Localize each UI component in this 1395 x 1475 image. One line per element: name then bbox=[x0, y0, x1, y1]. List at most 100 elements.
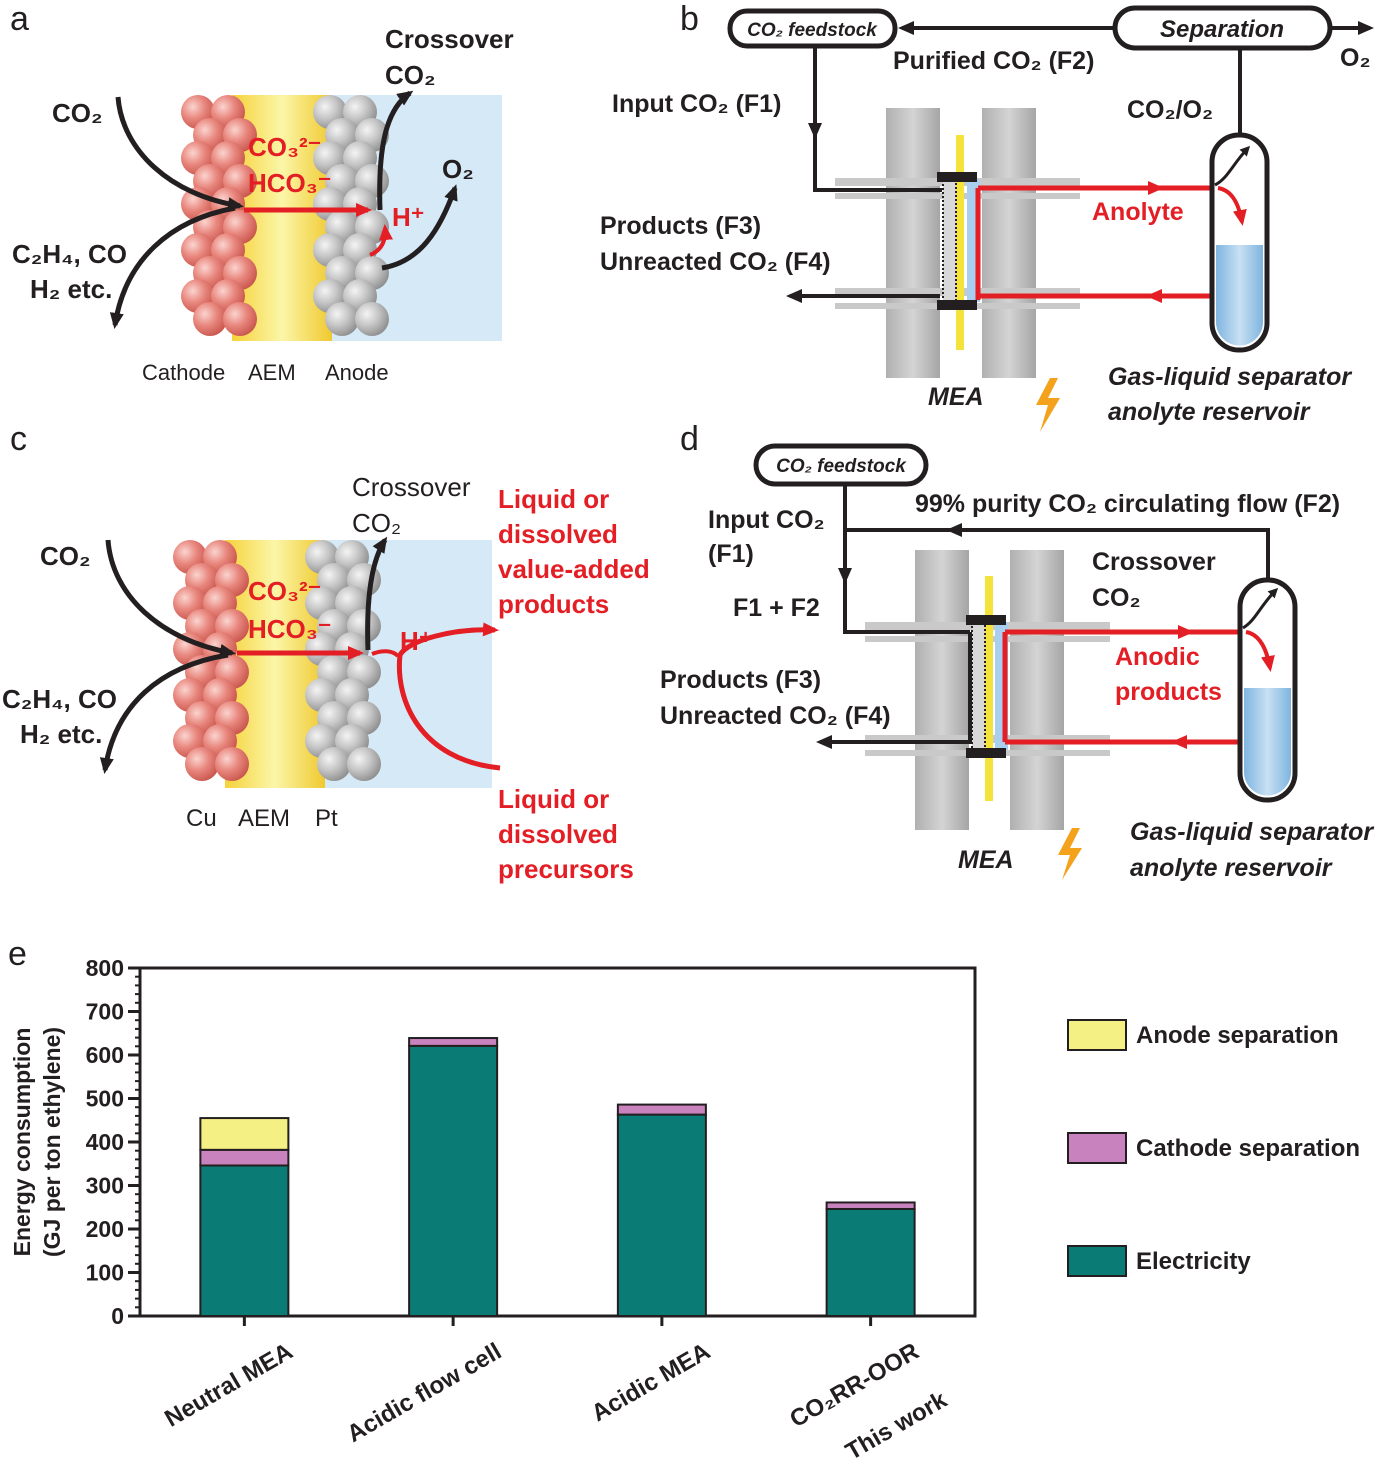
anode-particle bbox=[355, 302, 389, 336]
x-category-label: CO₂RR-OORThis work bbox=[785, 1337, 952, 1475]
purified-co2-label: Purified CO₂ (F2) bbox=[893, 47, 1094, 75]
crossover-arrow bbox=[365, 536, 388, 651]
oxidation-reaction-arrow bbox=[396, 622, 501, 771]
liquid-precursors-line-1: Liquid or bbox=[498, 784, 609, 814]
crossover-co2-label: CO₂ bbox=[1092, 584, 1141, 612]
panel-e-label: e bbox=[8, 935, 27, 973]
co2-label: CO₂ bbox=[40, 541, 91, 571]
gasket-top bbox=[937, 172, 977, 182]
separation-label: Separation bbox=[1160, 16, 1284, 43]
crossover-arrow bbox=[377, 90, 414, 211]
x-category-label: Acidic flow cell bbox=[342, 1338, 506, 1448]
crossover-co2-label: CO₂ bbox=[385, 60, 436, 90]
anodic-label-1: Anodic bbox=[1115, 643, 1200, 671]
input-co2-label-1: Input CO₂ bbox=[708, 506, 825, 534]
gasket-top bbox=[966, 615, 1006, 625]
panel-d: d CO₂ feedstock 99% purity CO₂ circulati… bbox=[660, 420, 1374, 882]
panel-c-label: c bbox=[10, 420, 27, 458]
membrane-strip bbox=[956, 135, 964, 350]
pt-particle bbox=[347, 747, 381, 781]
input-co2-label-2: (F1) bbox=[708, 540, 754, 568]
input-line bbox=[843, 484, 970, 634]
panel-a: a CO₂ Crossover CO₂ CO₃²⁻ HCO₃⁻ O₂ H⁺ C₂… bbox=[10, 0, 514, 385]
f1-f2-label: F1 + F2 bbox=[733, 594, 820, 622]
cu-catalyst-layer bbox=[173, 540, 249, 781]
bar-cathode-separation bbox=[825, 1201, 916, 1210]
separator-label-1: Gas-liquid separator bbox=[1130, 818, 1374, 846]
crossover-co2-label: CO₂ bbox=[352, 508, 401, 538]
co2-inflow-arrow bbox=[105, 539, 236, 658]
x-category-label: Neutral MEA bbox=[160, 1338, 297, 1433]
endplate-left bbox=[886, 108, 940, 378]
carbonate-label: CO₃²⁻ bbox=[248, 132, 321, 162]
circulating-label: 99% purity CO₂ circulating flow (F2) bbox=[915, 490, 1340, 518]
pt-label: Pt bbox=[315, 805, 338, 832]
anode-catalyst-layer bbox=[313, 95, 389, 336]
gasket-bottom bbox=[937, 300, 977, 310]
x-category-label-line: Acidic MEA bbox=[587, 1338, 715, 1427]
unreacted-co2-label: Unreacted CO₂ (F4) bbox=[600, 248, 831, 276]
gas-rise-arrow bbox=[1214, 145, 1251, 187]
panel-a-label: a bbox=[10, 0, 29, 38]
products-label-2: H₂ etc. bbox=[20, 719, 102, 749]
cu-particle bbox=[185, 747, 219, 781]
anolyte-drop-arrow bbox=[1217, 186, 1247, 226]
co2-o2-label: CO₂/O₂ bbox=[1127, 96, 1213, 124]
crossover-label: Crossover bbox=[352, 472, 471, 502]
o2-label: O₂ bbox=[442, 154, 474, 184]
y-tick-label: 800 bbox=[86, 955, 124, 981]
products-outflow-arrow bbox=[109, 205, 236, 329]
pt-catalyst-layer bbox=[305, 540, 381, 781]
anode-particle bbox=[325, 302, 359, 336]
x-category-label: Acidic MEA bbox=[587, 1338, 715, 1427]
cu-label: Cu bbox=[186, 805, 217, 832]
anode-label: Anode bbox=[325, 360, 389, 385]
legend-swatch bbox=[1067, 1019, 1127, 1051]
crossover-label: Crossover bbox=[385, 24, 514, 54]
products-label: Products (F3) bbox=[660, 666, 821, 694]
cathode-label: Cathode bbox=[142, 360, 225, 385]
y-axis-title-2: (GJ per ton ethylene) bbox=[39, 1027, 65, 1257]
membrane-strip bbox=[985, 576, 993, 801]
bicarbonate-label: HCO₃⁻ bbox=[248, 168, 332, 198]
products-label: Products (F3) bbox=[600, 212, 761, 240]
cathode-gde bbox=[942, 179, 957, 303]
bar-electricity bbox=[825, 1207, 916, 1317]
lightning-icon bbox=[1036, 378, 1060, 432]
liquid-products-line-4: products bbox=[498, 589, 609, 619]
x-category-label-line: Acidic flow cell bbox=[342, 1338, 506, 1448]
panel-d-label: d bbox=[680, 420, 699, 458]
legend-label: Cathode separation bbox=[1136, 1135, 1360, 1162]
endplate-right bbox=[1010, 550, 1064, 830]
bar-electricity bbox=[616, 1113, 707, 1317]
anolyte-label: Anolyte bbox=[1092, 198, 1184, 226]
y-tick-label: 500 bbox=[86, 1086, 124, 1112]
aem-label: AEM bbox=[238, 805, 290, 832]
proton-label: H⁺ bbox=[400, 626, 433, 656]
crossover-label: Crossover bbox=[1092, 548, 1216, 576]
liquid-products-line-2: dissolved bbox=[498, 519, 618, 549]
panel-c: c CO₂ Crossover CO₂ CO₃²⁻ HCO₃⁻ H⁺ C₂H₄,… bbox=[2, 420, 650, 884]
y-tick-label: 300 bbox=[86, 1173, 124, 1199]
legend-label: Anode separation bbox=[1136, 1022, 1339, 1049]
legend-swatch bbox=[1067, 1132, 1127, 1164]
y-tick-label: 700 bbox=[86, 999, 124, 1025]
bar-electricity bbox=[199, 1164, 290, 1317]
legend-label: Electricity bbox=[1136, 1248, 1251, 1275]
y-tick-label: 200 bbox=[86, 1216, 124, 1242]
bar-anode-separation bbox=[199, 1117, 290, 1151]
anolyte-liquid bbox=[1216, 245, 1263, 346]
panel-b-label: b bbox=[680, 0, 699, 38]
aem-label: AEM bbox=[248, 360, 296, 385]
products-label-2: H₂ etc. bbox=[30, 274, 112, 304]
products-out-arrow bbox=[816, 632, 972, 749]
lightning-icon bbox=[1058, 828, 1082, 880]
products-outflow-arrow bbox=[99, 652, 229, 774]
liquid-precursors-line-3: precursors bbox=[498, 854, 634, 884]
co2-inflow-arrow bbox=[115, 96, 244, 212]
liquid-precursors-line-2: dissolved bbox=[498, 819, 618, 849]
